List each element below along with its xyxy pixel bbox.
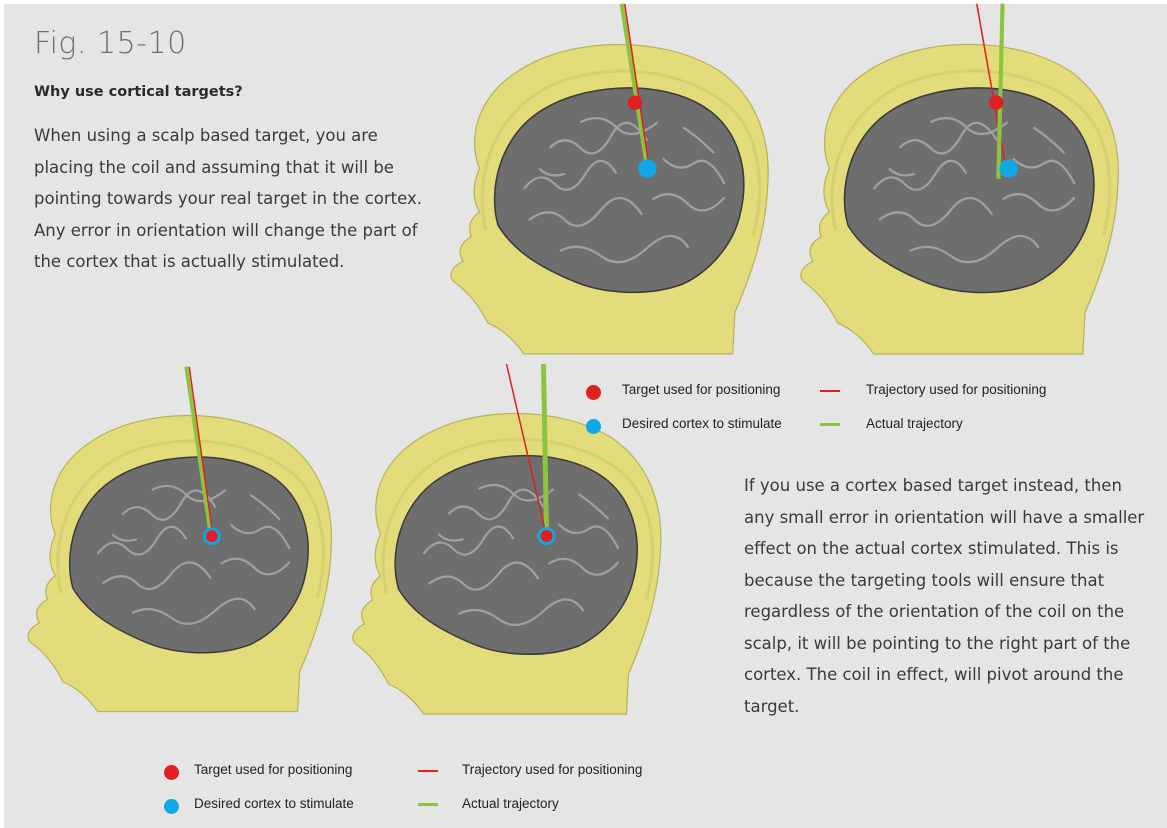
cortex-target-dot <box>999 159 1018 178</box>
legend-label: Trajectory used for positioning <box>462 762 642 777</box>
green-line-icon <box>820 423 840 426</box>
head-illustration-cortex-aligned <box>4 384 339 714</box>
red-line-icon <box>418 770 438 772</box>
blue-dot-icon <box>164 799 179 814</box>
legend-label: Desired cortex to stimulate <box>194 796 354 811</box>
legend-label: Target used for positioning <box>194 762 352 777</box>
red-dot-icon <box>164 765 179 780</box>
scalp-target-dot <box>628 95 642 109</box>
actual-trajectory-line <box>544 364 547 536</box>
cortex-target-paragraph: If you use a cortex based target instead… <box>744 470 1154 722</box>
legend-label: Actual trajectory <box>866 416 963 431</box>
cortex-positioning-target-dot <box>541 530 553 542</box>
legend-label: Desired cortex to stimulate <box>622 416 782 431</box>
legend-bottom: Target used for positioning Desired cort… <box>162 762 722 822</box>
figure-title: Fig. 15-10 <box>34 26 187 61</box>
head-illustration-scalp-aligned <box>426 14 776 354</box>
blue-dot-icon <box>586 419 601 434</box>
figure-subtitle: Why use cortical targets? <box>34 84 243 100</box>
red-line-icon <box>820 390 840 392</box>
head-illustration-scalp-misaligned <box>766 14 1136 354</box>
cortex-target-dot <box>638 159 657 178</box>
green-line-icon <box>418 803 438 806</box>
cortex-positioning-target-dot <box>206 530 218 542</box>
legend-label: Target used for positioning <box>622 382 780 397</box>
legend-label: Trajectory used for positioning <box>866 382 1046 397</box>
red-dot-icon <box>586 385 601 400</box>
scalp-target-dot <box>989 95 1003 109</box>
legend-top: Target used for positioning Desired cort… <box>584 382 1144 442</box>
legend-label: Actual trajectory <box>462 796 559 811</box>
figure-panel: Fig. 15-10 Why use cortical targets? Whe… <box>4 4 1167 828</box>
scalp-target-paragraph: When using a scalp based target, you are… <box>34 120 429 278</box>
